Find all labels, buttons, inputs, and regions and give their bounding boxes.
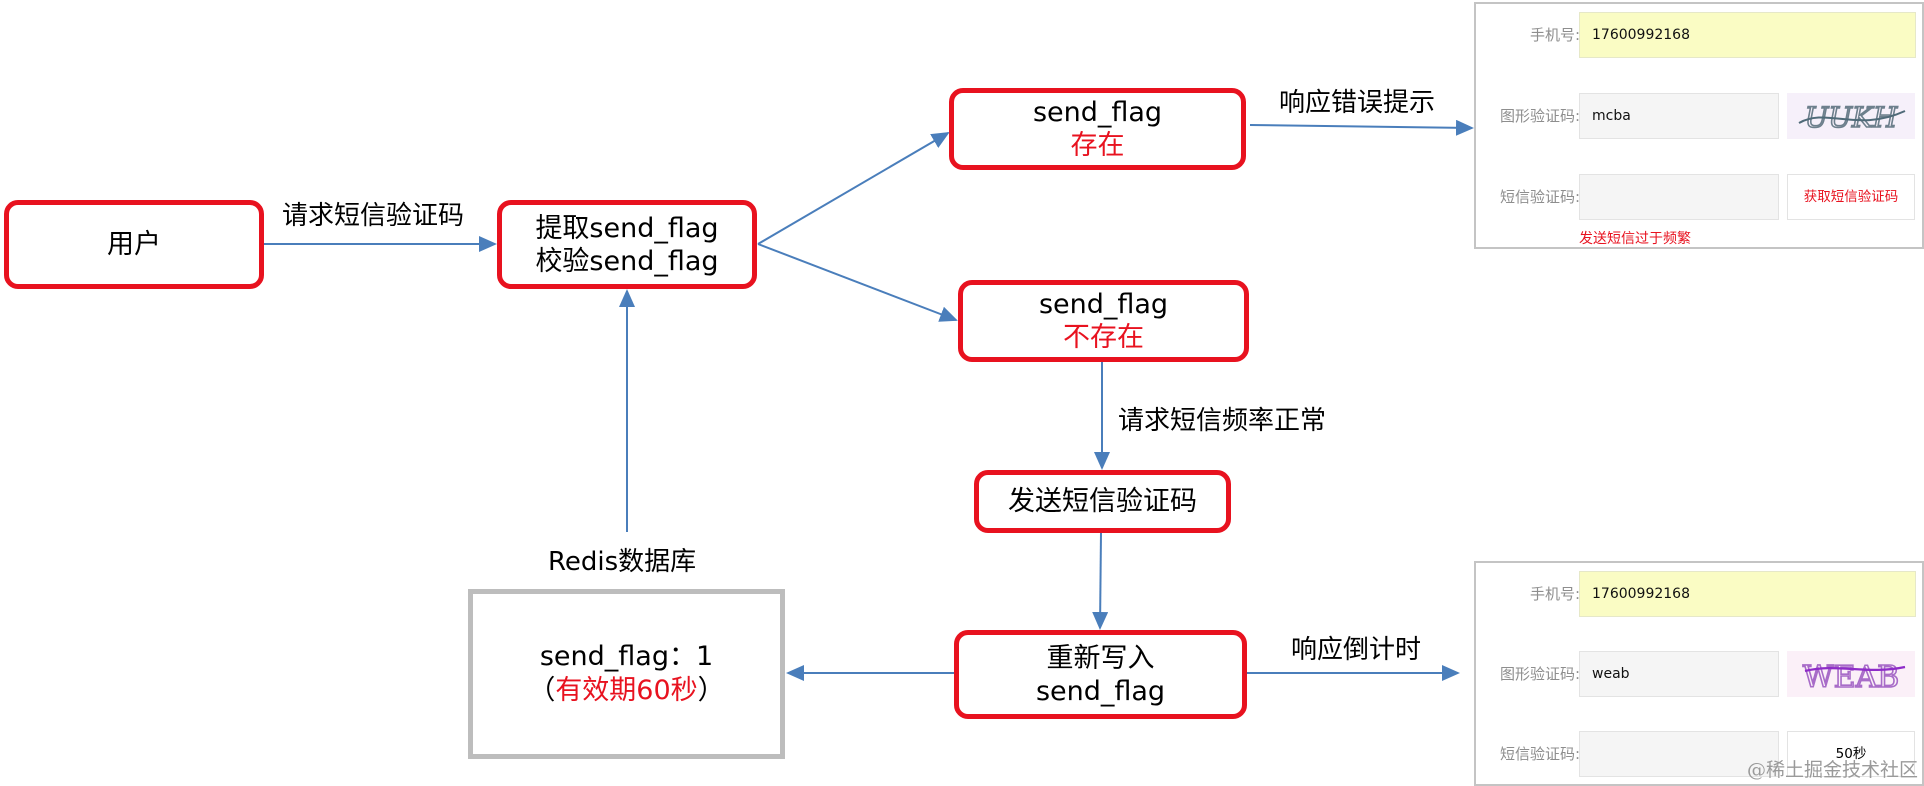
sms-code-label: 短信验证码: <box>1499 745 1580 763</box>
sms-code-input[interactable] <box>1579 731 1779 777</box>
node-rewrite-send-flag: 重新写入 send_flag <box>954 630 1247 719</box>
redis-key-value: send_flag：1 <box>539 641 714 672</box>
redis-paren-open: （ <box>528 675 556 706</box>
node-redis: send_flag：1 （有效期60秒） <box>468 589 785 759</box>
captcha-input[interactable]: mcba <box>1579 93 1779 139</box>
get-sms-code-button[interactable]: 获取短信验证码 <box>1787 174 1915 220</box>
phone-input[interactable]: 17600992168 <box>1579 12 1916 58</box>
node-send-sms-text: 发送短信验证码 <box>1008 486 1197 517</box>
node-check-send-flag: 提取send_flag 校验send_flag <box>497 200 757 289</box>
phone-label: 手机号: <box>1529 585 1580 603</box>
redis-ttl: 有效期60秒 <box>555 675 698 706</box>
captcha-text: WEAB <box>1803 660 1899 695</box>
watermark: @稀土掘金技术社区 <box>1746 759 1918 781</box>
node-check-line1: 提取send_flag <box>535 212 719 244</box>
phone-input[interactable]: 17600992168 <box>1579 571 1916 617</box>
edge-label-request-sms: 请求短信验证码 <box>282 201 465 231</box>
node-send-flag-not-exists: send_flag 不存在 <box>958 280 1249 362</box>
node-rewrite-line1: 重新写入 <box>1046 642 1155 674</box>
captcha-image[interactable]: WEAB <box>1787 651 1915 697</box>
edge-label-frequency-ok: 请求短信频率正常 <box>1118 406 1327 436</box>
countdown-button[interactable]: 50秒 <box>1787 731 1915 777</box>
arrow-check-to-exists <box>757 131 950 245</box>
sms-form-error-state: 手机号: 17600992168 图形验证码: mcba UUKH 短信验证码:… <box>1474 2 1924 249</box>
captcha-image[interactable]: UUKH <box>1787 93 1915 139</box>
redis-title: Redis数据库 <box>548 547 697 577</box>
node-exists-status: 存在 <box>1070 130 1125 161</box>
captcha-input[interactable]: weab <box>1579 651 1779 697</box>
sms-error-message: 发送短信过于频繁 <box>1579 231 1691 247</box>
redis-paren-close: ） <box>697 675 725 706</box>
captcha-label: 图形验证码: <box>1499 665 1580 683</box>
node-user-text: 用户 <box>107 229 161 260</box>
node-exists-line1: send_flag <box>1032 97 1163 128</box>
captcha-label: 图形验证码: <box>1499 107 1580 125</box>
arrow-check-to-not-exists <box>757 243 958 322</box>
node-rewrite-line2: send_flag <box>1035 675 1166 707</box>
redis-ttl-line: （有效期60秒） <box>528 674 724 708</box>
edge-label-countdown-response: 响应倒计时 <box>1291 635 1422 665</box>
sms-code-input[interactable] <box>1579 174 1779 220</box>
node-send-flag-exists: send_flag 存在 <box>949 88 1246 170</box>
arrow-exists-to-error-form <box>1249 119 1474 136</box>
node-not-exists-status: 不存在 <box>1063 322 1144 353</box>
phone-label: 手机号: <box>1529 26 1580 44</box>
sms-form-countdown-state: 手机号: 17600992168 图形验证码: weab WEAB 短信验证码:… <box>1474 561 1924 786</box>
node-check-line2: 校验send_flag <box>535 245 719 277</box>
node-user: 用户 <box>4 200 264 289</box>
edge-label-error-response: 响应错误提示 <box>1279 88 1436 118</box>
node-send-sms: 发送短信验证码 <box>974 470 1231 533</box>
arrow-send-to-rewrite <box>1092 531 1109 630</box>
node-not-exists-line1: send_flag <box>1038 289 1169 320</box>
sms-code-label: 短信验证码: <box>1499 188 1580 206</box>
